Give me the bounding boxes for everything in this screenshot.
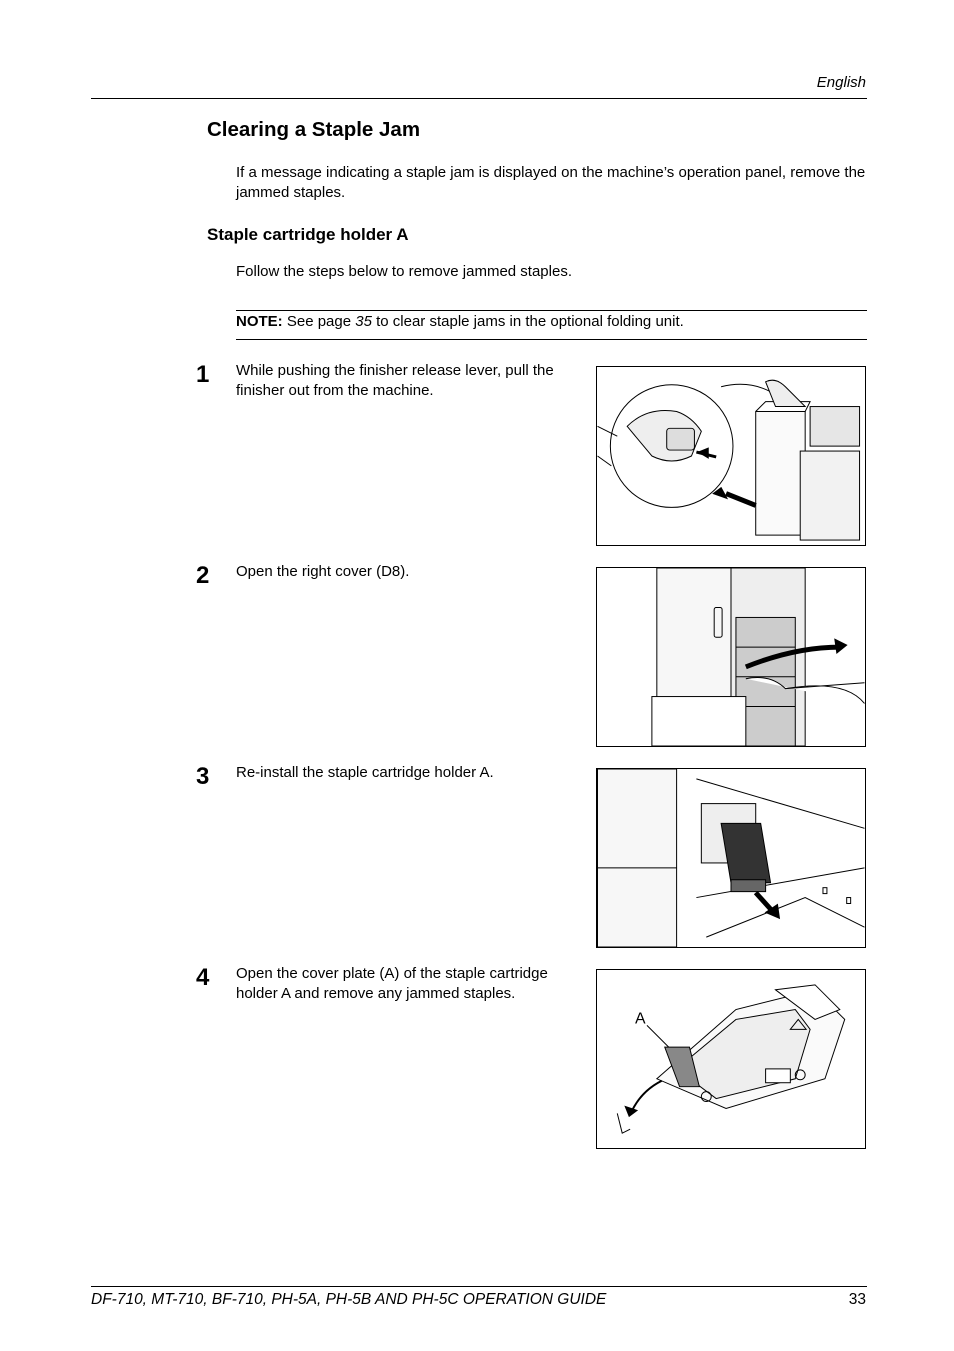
step-text: While pushing the finisher release lever…	[236, 362, 554, 399]
step-number: 4	[196, 964, 210, 991]
note-after: to clear staple jams in the optional fol…	[376, 313, 684, 330]
note: NOTE: See page 35 to clear staple jams i…	[236, 313, 684, 330]
note-label: NOTE:	[236, 313, 283, 330]
section-title: Staple cartridge holder A	[207, 225, 409, 244]
step-4-illustration: A	[596, 969, 866, 1149]
step-3-illustration	[596, 768, 866, 948]
note-bottom-rule	[236, 339, 867, 340]
step-number: 3	[196, 763, 210, 790]
step-text: Open the right cover (D8).	[236, 563, 410, 580]
header-rule	[91, 98, 867, 99]
footer-page-number: 33	[848, 1291, 866, 1308]
callout-label: A	[635, 1010, 646, 1027]
footer-guide-title: DF-710, MT-710, BF-710, PH-5A, PH-5B AND…	[91, 1291, 607, 1308]
step-1-illustration	[596, 366, 866, 546]
note-top-rule	[236, 310, 867, 311]
step-number: 2	[196, 562, 210, 589]
page-title: Clearing a Staple Jam	[207, 118, 421, 141]
section-text: Follow the steps below to remove jammed …	[236, 263, 572, 280]
step-text: Re-install the staple cartridge holder A…	[236, 764, 494, 781]
intro-paragraph: If a message indicating a staple jam is …	[236, 164, 866, 201]
step-number: 1	[196, 361, 210, 388]
note-page-ref[interactable]: 35	[355, 313, 372, 330]
note-before: See page	[286, 313, 352, 330]
footer-rule	[91, 1286, 867, 1287]
header-language: English	[816, 74, 866, 91]
step-text: Open the cover plate (A) of the staple c…	[236, 965, 548, 1002]
step-2-illustration	[596, 567, 866, 747]
